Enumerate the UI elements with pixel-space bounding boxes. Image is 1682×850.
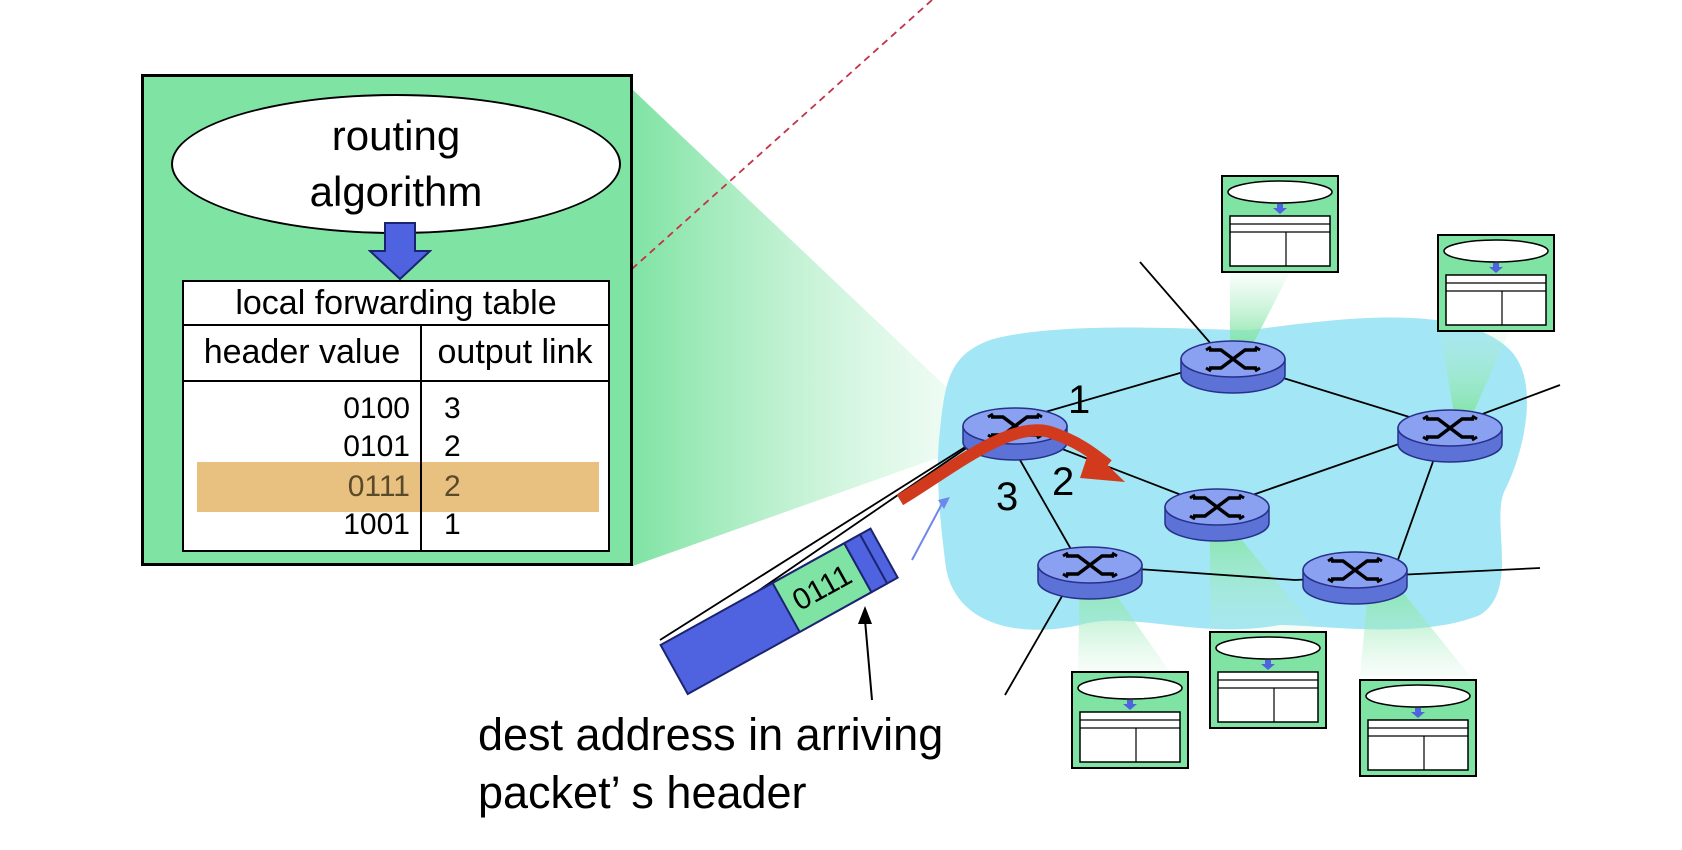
forwarding-table-title: local forwarding table xyxy=(184,282,608,326)
funnel-top-center xyxy=(1230,272,1290,350)
caption-pointer-line xyxy=(864,619,873,701)
mini-router-panel xyxy=(1437,234,1555,332)
table-row-highlighted: 0111 2 xyxy=(184,468,608,506)
link-number-1: 1 xyxy=(1068,378,1091,422)
row-output-link: 1 xyxy=(444,508,461,541)
mini-router-panel xyxy=(1359,679,1477,777)
link-number-3: 3 xyxy=(996,475,1019,519)
forwarding-table: local forwarding table header value outp… xyxy=(182,280,610,552)
mini-router-panel xyxy=(1209,631,1327,729)
router-icon xyxy=(1036,545,1144,601)
down-arrow-icon xyxy=(368,222,432,281)
caption-line2: packet’ s header xyxy=(478,767,807,818)
mini-router-panel xyxy=(1071,671,1189,769)
router-icon xyxy=(1301,550,1409,606)
column-output-link: output link xyxy=(420,326,608,382)
mini-router-panel xyxy=(1221,175,1339,273)
routing-algorithm-line1: routing xyxy=(331,112,461,159)
routing-algorithm-ellipse: routing algorithm xyxy=(171,94,621,234)
column-header-value: header value xyxy=(184,326,420,382)
table-row: 0100 3 xyxy=(184,390,608,428)
caption: dest address in arriving packet’ s heade… xyxy=(478,706,943,822)
router-icon xyxy=(1179,339,1287,395)
packet-motion-line xyxy=(911,499,945,561)
route-arrowhead xyxy=(1080,448,1125,482)
routing-algorithm-line2: algorithm xyxy=(309,168,483,215)
row-header-value: 1001 xyxy=(343,508,410,541)
router-icon xyxy=(1163,487,1271,543)
table-row: 0101 2 xyxy=(184,428,608,466)
caption-pointer-arrowhead xyxy=(858,606,872,624)
row-output-link: 3 xyxy=(444,392,461,425)
caption-line1: dest address in arriving xyxy=(478,709,944,760)
row-output-link: 2 xyxy=(444,430,461,463)
packet-motion-arrowhead xyxy=(938,497,950,509)
row-header-value: 0100 xyxy=(343,392,410,425)
funnel-bottom-center xyxy=(1210,520,1318,632)
table-row: 1001 1 xyxy=(184,506,608,544)
row-header-value: 0101 xyxy=(343,430,410,463)
router-detail-panel: routing algorithm local forwarding table… xyxy=(141,74,633,566)
table-divider xyxy=(420,382,422,552)
row-output-link: 2 xyxy=(444,470,461,503)
zoom-funnel xyxy=(633,90,960,566)
link-number-2: 2 xyxy=(1052,460,1075,504)
packet: 0111 xyxy=(659,527,900,696)
router-icon xyxy=(1396,408,1504,464)
funnel-top-right xyxy=(1440,330,1510,420)
highlighted-row-background xyxy=(197,462,599,512)
row-header-value: 0111 xyxy=(347,470,410,503)
